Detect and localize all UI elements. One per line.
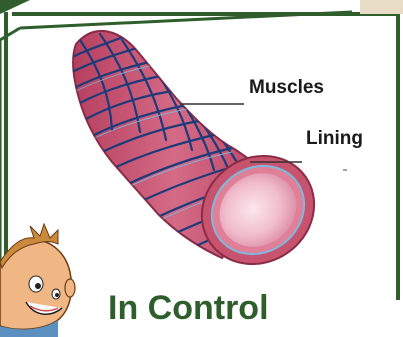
muscles-label: Muscles	[249, 77, 324, 99]
blood-vessel-tube	[70, 30, 335, 286]
cartoon-boy-icon	[0, 224, 75, 337]
lining-label: Lining	[306, 128, 363, 150]
page-title: In Control	[108, 289, 269, 328]
